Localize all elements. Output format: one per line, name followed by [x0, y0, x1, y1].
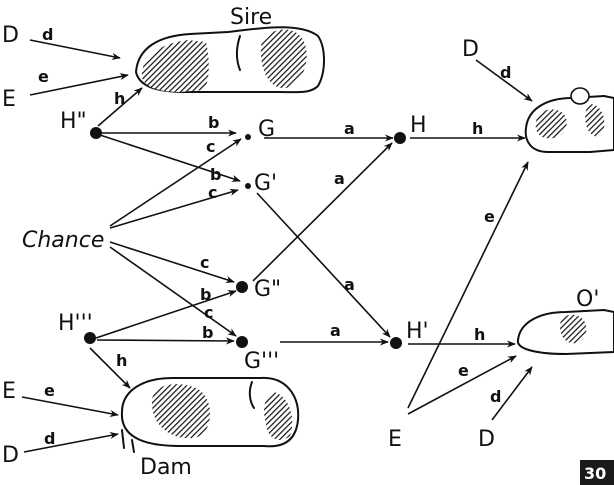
figure-number-badge: 30: [580, 460, 614, 485]
edge-gdprime-to-h: [252, 142, 393, 282]
edge-h-to-sire: [97, 87, 143, 127]
node-gprime-label: G': [254, 171, 277, 196]
edge-e-to-o: [407, 161, 529, 409]
node-gtprime-dot: [236, 336, 248, 348]
edge-e-to-oprime: [407, 355, 517, 415]
path-label-b-gprime: b: [210, 165, 221, 184]
edge-hdam-to-gtprime: [96, 337, 235, 345]
edge-e-to-dam: [21, 396, 119, 418]
edge-hdam-to-dam: [89, 347, 131, 389]
path-label-e-oprime: e: [458, 361, 469, 380]
edge-chance-to-g: [109, 138, 242, 227]
path-label-a-g-h: a: [344, 119, 355, 138]
node-e-dam: E: [2, 379, 16, 404]
path-label-d-oprime: d: [490, 387, 501, 406]
edge-e-to-sire: [29, 73, 129, 96]
figure-number: 30: [584, 464, 606, 483]
edge-chance-to-gprime: [109, 188, 239, 229]
offspring-o-animal-icon: [524, 87, 614, 153]
edge-hdam-to-gdprime: [95, 290, 237, 339]
node-hdam-label: H''': [58, 311, 93, 336]
node-h-label: H: [410, 113, 427, 138]
path-label-b-gtprime: b: [202, 323, 213, 342]
dam-animal-icon: [120, 376, 300, 453]
node-g-label: G: [258, 117, 275, 142]
path-label-d-o: d: [500, 63, 511, 82]
edge-d-to-sire: [29, 39, 121, 60]
edge-gprime-to-hprime: [256, 192, 391, 338]
node-d-sire: D: [2, 23, 19, 48]
path-label-h-sire: h: [114, 89, 125, 108]
edge-chance-to-gtprime: [109, 246, 237, 337]
path-label-h-o: h: [472, 119, 483, 138]
path-label-d-sire: d: [42, 25, 53, 44]
node-dots: [84, 127, 406, 349]
node-hdam-dot: [84, 332, 96, 344]
path-label-a-gdprime-h: a: [334, 169, 345, 188]
edge-d-to-oprime: [491, 366, 533, 421]
path-label-b-g: b: [208, 113, 219, 132]
node-e-offspring: E: [388, 427, 402, 452]
path-label-c-gprime: c: [208, 183, 217, 202]
node-g-dot: [245, 134, 251, 140]
node-d-offspring: D: [462, 37, 479, 62]
path-label-d-dam: d: [44, 429, 55, 448]
path-label-a-gtprime-hprime: a: [330, 321, 341, 340]
offspring-oprime-animal-icon: [517, 309, 614, 355]
label-dam: Dam: [140, 455, 192, 480]
node-hsire-dot: [90, 127, 102, 139]
edge-hsire-to-gprime: [99, 134, 241, 182]
path-label-c-g: c: [206, 137, 215, 156]
path-label-e-o: e: [484, 207, 495, 226]
path-label-h-oprime: h: [474, 325, 485, 344]
node-gdprime-dot: [236, 281, 248, 293]
node-hsire-label: H": [60, 109, 87, 134]
edge-d-to-o: [475, 59, 533, 102]
node-d-dam: D: [2, 443, 19, 468]
path-label-c-gdprime: c: [200, 253, 209, 272]
path-label-b-gdprime: b: [200, 285, 211, 304]
node-gdprime-label: G": [254, 277, 281, 302]
edges: [21, 39, 533, 453]
node-d-oprime: D: [478, 427, 495, 452]
path-label-e-sire: e: [38, 67, 49, 86]
node-chance-label: Chance: [22, 228, 104, 253]
path-label-a-gprime-hprime: a: [344, 275, 355, 294]
sire-animal-icon: [135, 26, 325, 94]
label-oprime: O': [576, 287, 599, 312]
edge-chance-to-gdprime: [109, 241, 235, 283]
node-hprime-dot: [390, 337, 402, 349]
node-e-sire: E: [2, 87, 16, 112]
node-gtprime-label: G''': [244, 349, 279, 374]
node-hprime-label: H': [406, 319, 429, 344]
label-sire: Sire: [230, 5, 272, 30]
node-h-dot: [394, 132, 406, 144]
edge-d-to-dam: [23, 431, 119, 453]
path-label-e-dam: e: [44, 381, 55, 400]
node-gprime-dot: [245, 183, 251, 189]
path-label-c-gtprime: c: [204, 303, 213, 322]
path-label-h-dam: h: [116, 351, 127, 370]
